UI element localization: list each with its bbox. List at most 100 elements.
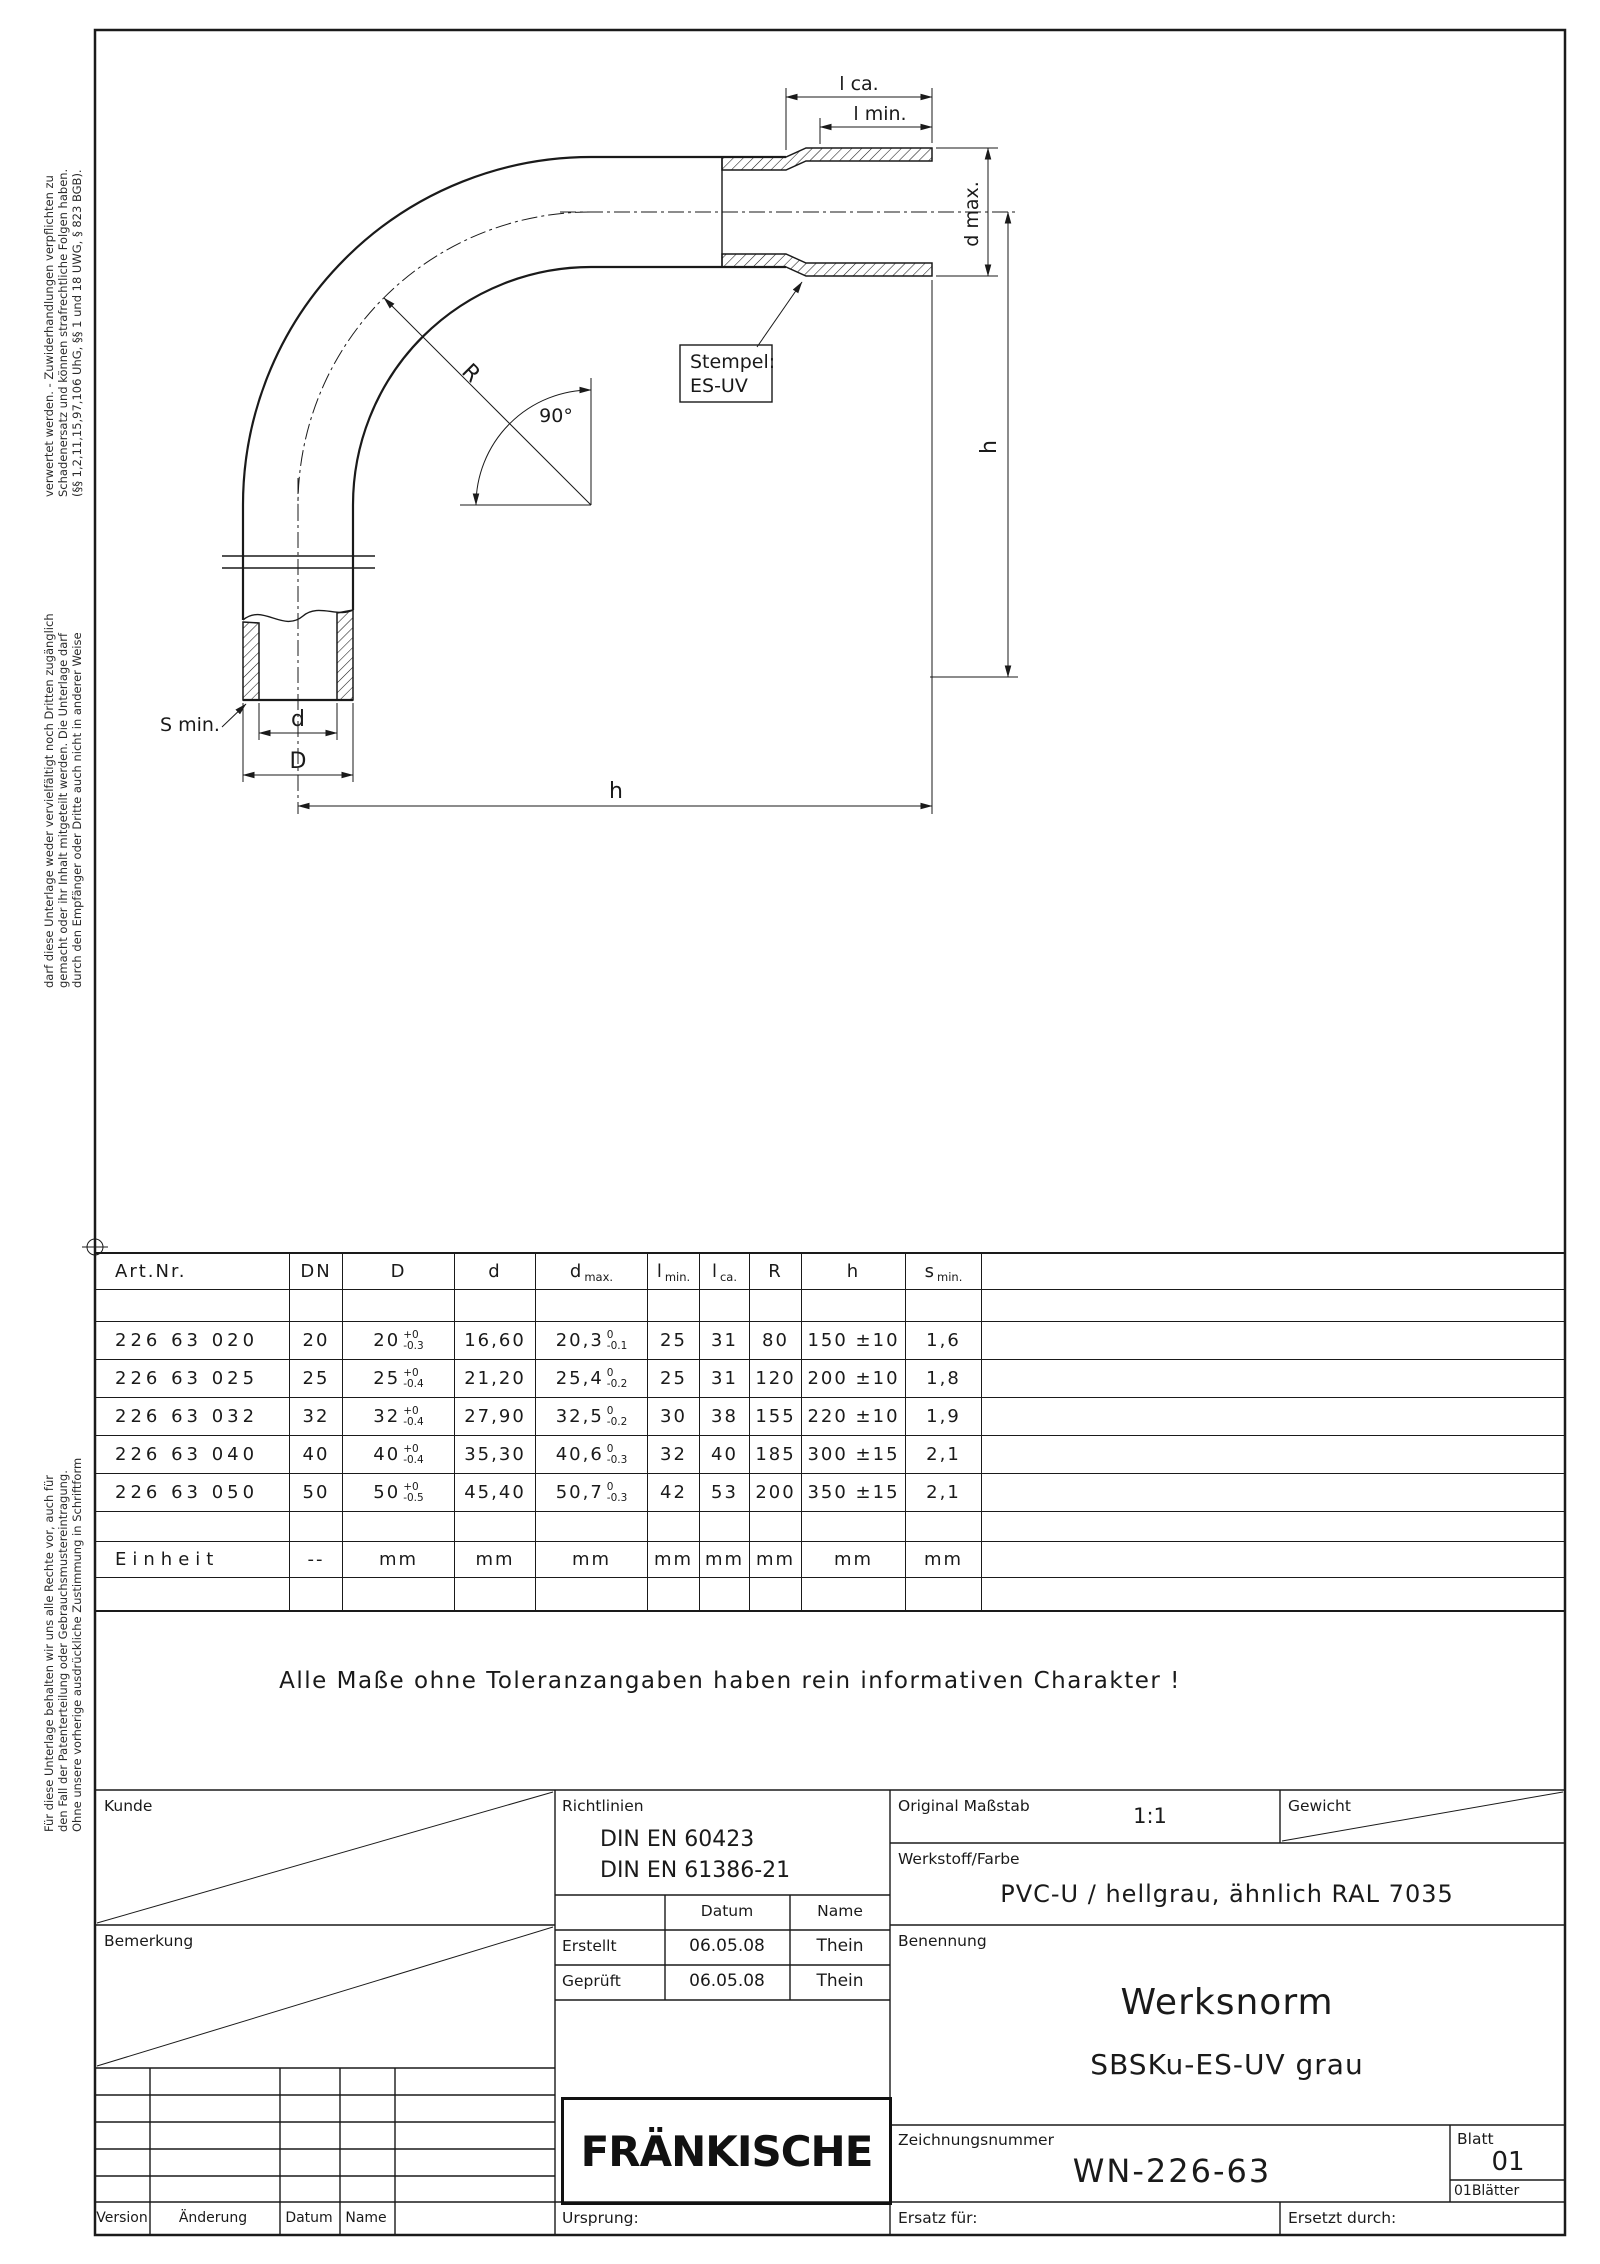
table-cell-empty bbox=[700, 1290, 750, 1322]
socket-wall-top bbox=[721, 147, 933, 171]
table-cell: 16,60 bbox=[455, 1322, 536, 1360]
table-header-cell: D bbox=[343, 1254, 455, 1290]
table-cell-empty bbox=[802, 1512, 906, 1542]
table-cell: 1,9 bbox=[906, 1398, 982, 1436]
table-cell: 20+0-0.3 bbox=[343, 1322, 455, 1360]
werkstoff-value: PVC-U / hellgrau, ähnlich RAL 7035 bbox=[1000, 1880, 1454, 1908]
table-cell-empty bbox=[750, 1578, 802, 1610]
table-cell: 38 bbox=[700, 1398, 750, 1436]
legal-note-line: gemacht oder ihr Inhalt mitgeteilt werde… bbox=[56, 632, 70, 988]
table-cell: 25 bbox=[648, 1360, 700, 1398]
table-unit-cell: mm bbox=[343, 1542, 455, 1578]
richtlinien-din-2: DIN EN 61386-21 bbox=[600, 1858, 791, 1883]
table-cell: 226 63 032 bbox=[95, 1398, 290, 1436]
dim-d-max: d max. bbox=[936, 147, 998, 277]
table-cell-empty bbox=[536, 1290, 648, 1322]
table-cell-empty bbox=[906, 1290, 982, 1322]
table-unit-cell: mm bbox=[802, 1542, 906, 1578]
stamp-label-line1: Stempel: bbox=[690, 351, 775, 373]
table-unit-cell: mm bbox=[906, 1542, 982, 1578]
table-cell-empty bbox=[536, 1512, 648, 1542]
table-cell: 226 63 040 bbox=[95, 1436, 290, 1474]
table-cell-empty bbox=[982, 1322, 1565, 1360]
table-cell-empty bbox=[700, 1578, 750, 1610]
table-cell-empty bbox=[455, 1512, 536, 1542]
name-column-header: Name bbox=[817, 1902, 863, 1920]
name-label: Name bbox=[345, 2210, 387, 2226]
table-cell: 27,90 bbox=[455, 1398, 536, 1436]
dim-l-min-label: l min. bbox=[853, 103, 906, 125]
table-cell: 300 ±15 bbox=[802, 1436, 906, 1474]
legal-note-line: den Fall der Patenterteilung oder Gebrau… bbox=[56, 1470, 70, 1832]
table-cell: 32+0-0.4 bbox=[343, 1398, 455, 1436]
table-unit-cell: mm bbox=[700, 1542, 750, 1578]
table-cell: 2,1 bbox=[906, 1474, 982, 1512]
spigot-wall-right bbox=[336, 609, 354, 701]
table-cell-empty bbox=[906, 1578, 982, 1610]
table-cell: 350 ±15 bbox=[802, 1474, 906, 1512]
table-cell-empty bbox=[802, 1578, 906, 1610]
legal-note-line: verwertet werden. - Zuwiderhandlungen ve… bbox=[42, 175, 56, 497]
table-unit-cell: mm bbox=[750, 1542, 802, 1578]
table-cell-empty bbox=[982, 1578, 1565, 1610]
pipe-bend-outline bbox=[222, 147, 933, 702]
stamp-label-line2: ES-UV bbox=[690, 375, 748, 397]
table-unit-cell: Einheit bbox=[95, 1542, 290, 1578]
table-header-cell: R bbox=[750, 1254, 802, 1290]
table-cell: 40 bbox=[700, 1436, 750, 1474]
table-unit-cell: mm bbox=[648, 1542, 700, 1578]
table-cell: 226 63 050 bbox=[95, 1474, 290, 1512]
table-cell-empty bbox=[802, 1290, 906, 1322]
table-cell: 120 bbox=[750, 1360, 802, 1398]
bemerkung-label: Bemerkung bbox=[104, 1932, 194, 1950]
table-cell-empty bbox=[343, 1578, 455, 1610]
table-cell: 2,1 bbox=[906, 1436, 982, 1474]
table-header-cell: DN bbox=[290, 1254, 343, 1290]
table-cell: 185 bbox=[750, 1436, 802, 1474]
dim-angle-label: 90° bbox=[539, 405, 573, 427]
ersatz-fuer-label: Ersatz für: bbox=[898, 2209, 978, 2227]
table-cell-empty bbox=[982, 1474, 1565, 1512]
table-cell-empty bbox=[648, 1578, 700, 1610]
table-cell-empty bbox=[982, 1436, 1565, 1474]
erstellt-datum: 06.05.08 bbox=[689, 1936, 765, 1956]
massstab-value: 1:1 bbox=[1133, 1804, 1167, 1828]
table-cell-empty bbox=[343, 1290, 455, 1322]
dim-s-min-label: S min. bbox=[160, 714, 220, 736]
table-cell: 30 bbox=[648, 1398, 700, 1436]
table-cell: 21,20 bbox=[455, 1360, 536, 1398]
table-cell-empty bbox=[982, 1398, 1565, 1436]
benennung-title: Werksnorm bbox=[1120, 1982, 1334, 2023]
table-cell: 25 bbox=[290, 1360, 343, 1398]
benennung-subtitle: SBSKu-ES-UV grau bbox=[1090, 2048, 1364, 2081]
legal-note-line: Ohne unsere vorherige ausdrückliche Zust… bbox=[70, 1457, 84, 1832]
table-cell-empty bbox=[648, 1290, 700, 1322]
zeichnungsnummer-label: Zeichnungsnummer bbox=[898, 2131, 1054, 2149]
table-cell: 31 bbox=[700, 1322, 750, 1360]
table-cell-empty bbox=[95, 1578, 290, 1610]
table-cell: 35,30 bbox=[455, 1436, 536, 1474]
table-cell-empty bbox=[95, 1290, 290, 1322]
dim-d-inner-label: d bbox=[291, 707, 305, 732]
table-cell: 155 bbox=[750, 1398, 802, 1436]
legal-note-line: darf diese Unterlage weder vervielfältig… bbox=[42, 613, 56, 988]
dim-D-outer-label: D bbox=[290, 749, 307, 774]
break-line bbox=[242, 609, 354, 623]
legal-note-bottom: Für diese Unterlage behalten wir uns all… bbox=[42, 1452, 84, 1832]
geprueft-label: Geprüft bbox=[562, 1972, 621, 1990]
table-header-cell: h bbox=[802, 1254, 906, 1290]
table-cell-empty bbox=[290, 1578, 343, 1610]
richtlinien-label: Richtlinien bbox=[562, 1797, 644, 1815]
dim-s-min: S min. bbox=[160, 703, 247, 736]
erstellt-name: Thein bbox=[816, 1936, 864, 1956]
table-cell-empty bbox=[343, 1512, 455, 1542]
tolerance-note: Alle Maße ohne Toleranzangaben haben rei… bbox=[279, 1668, 1181, 1694]
dim-radius: R bbox=[383, 297, 592, 506]
